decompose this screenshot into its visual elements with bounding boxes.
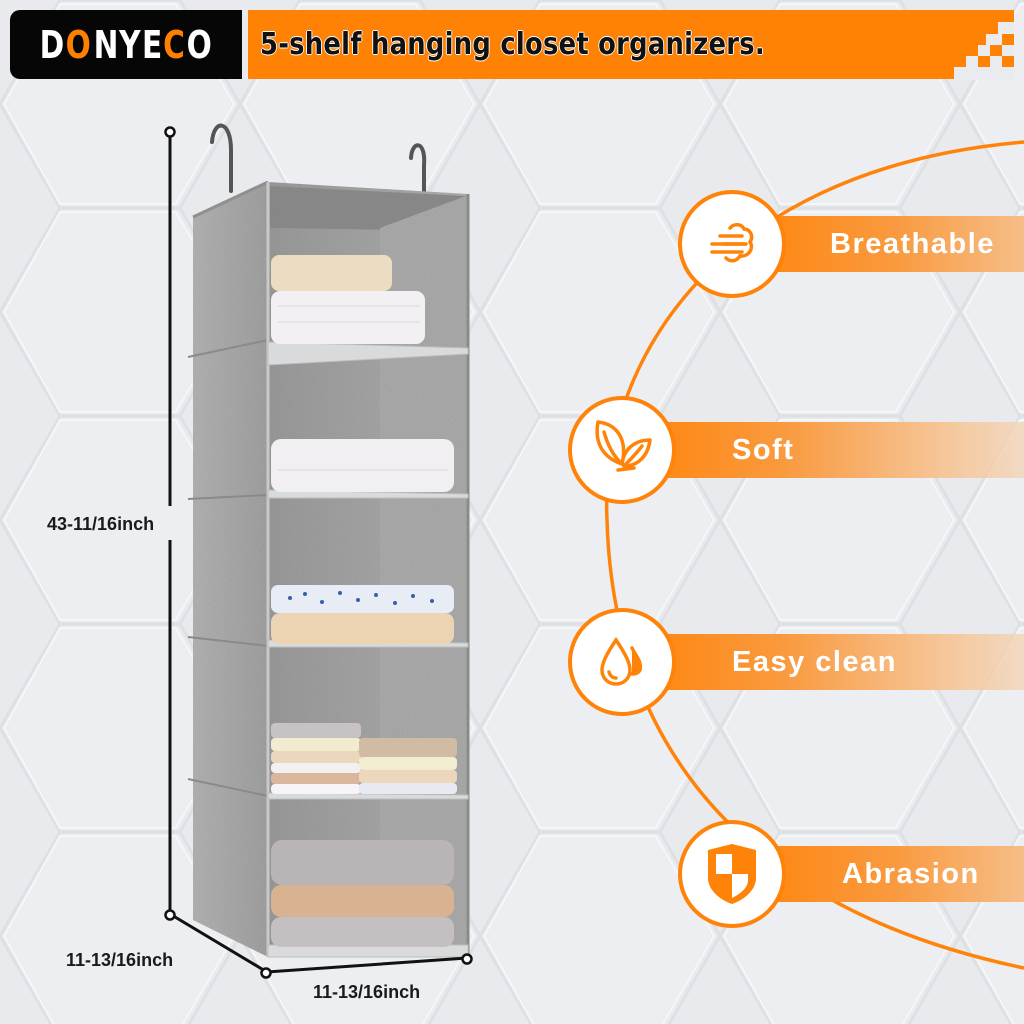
brand-logo: D O N Y E C O (10, 10, 242, 79)
brand-letter: N (93, 22, 119, 67)
brand-letter: E (141, 22, 164, 67)
feature-breathable: Breathable (678, 190, 1024, 298)
wind-cloud-icon (678, 190, 786, 298)
feature-label: Abrasion (842, 858, 980, 890)
brand-letter: O (66, 22, 93, 67)
closet-organizer-image (187, 123, 470, 958)
feature-label: Soft (732, 434, 795, 466)
height-dimension-label: 43-11/16inch (47, 514, 155, 534)
shield-icon (678, 820, 786, 928)
feature-label: Breathable (830, 228, 995, 260)
pixel-decoration-icon (954, 10, 1014, 80)
feature-label: Easy clean (732, 646, 897, 678)
brand-letter: D (39, 22, 65, 67)
feature-band (624, 634, 1024, 690)
title-banner: 5-shelf hanging closet organizers. (248, 10, 1014, 79)
page-title: 5-shelf hanging closet organizers. (260, 27, 765, 62)
brand-letter: Y (119, 22, 142, 67)
depth-dimension-label: 11-13/16inch (66, 950, 174, 970)
feature-easy-clean: Easy clean (568, 608, 1024, 716)
feature-soft: Soft (568, 396, 1024, 504)
leaves-icon (568, 396, 676, 504)
feature-abrasion: Abrasion (678, 820, 1024, 928)
brand-letter: C (163, 22, 186, 67)
brand-letter: O (186, 22, 213, 67)
feature-band (624, 422, 1024, 478)
water-drop-icon (568, 608, 676, 716)
width-dimension-label: 11-13/16inch (313, 982, 421, 1002)
dimension-lines (164, 126, 473, 979)
